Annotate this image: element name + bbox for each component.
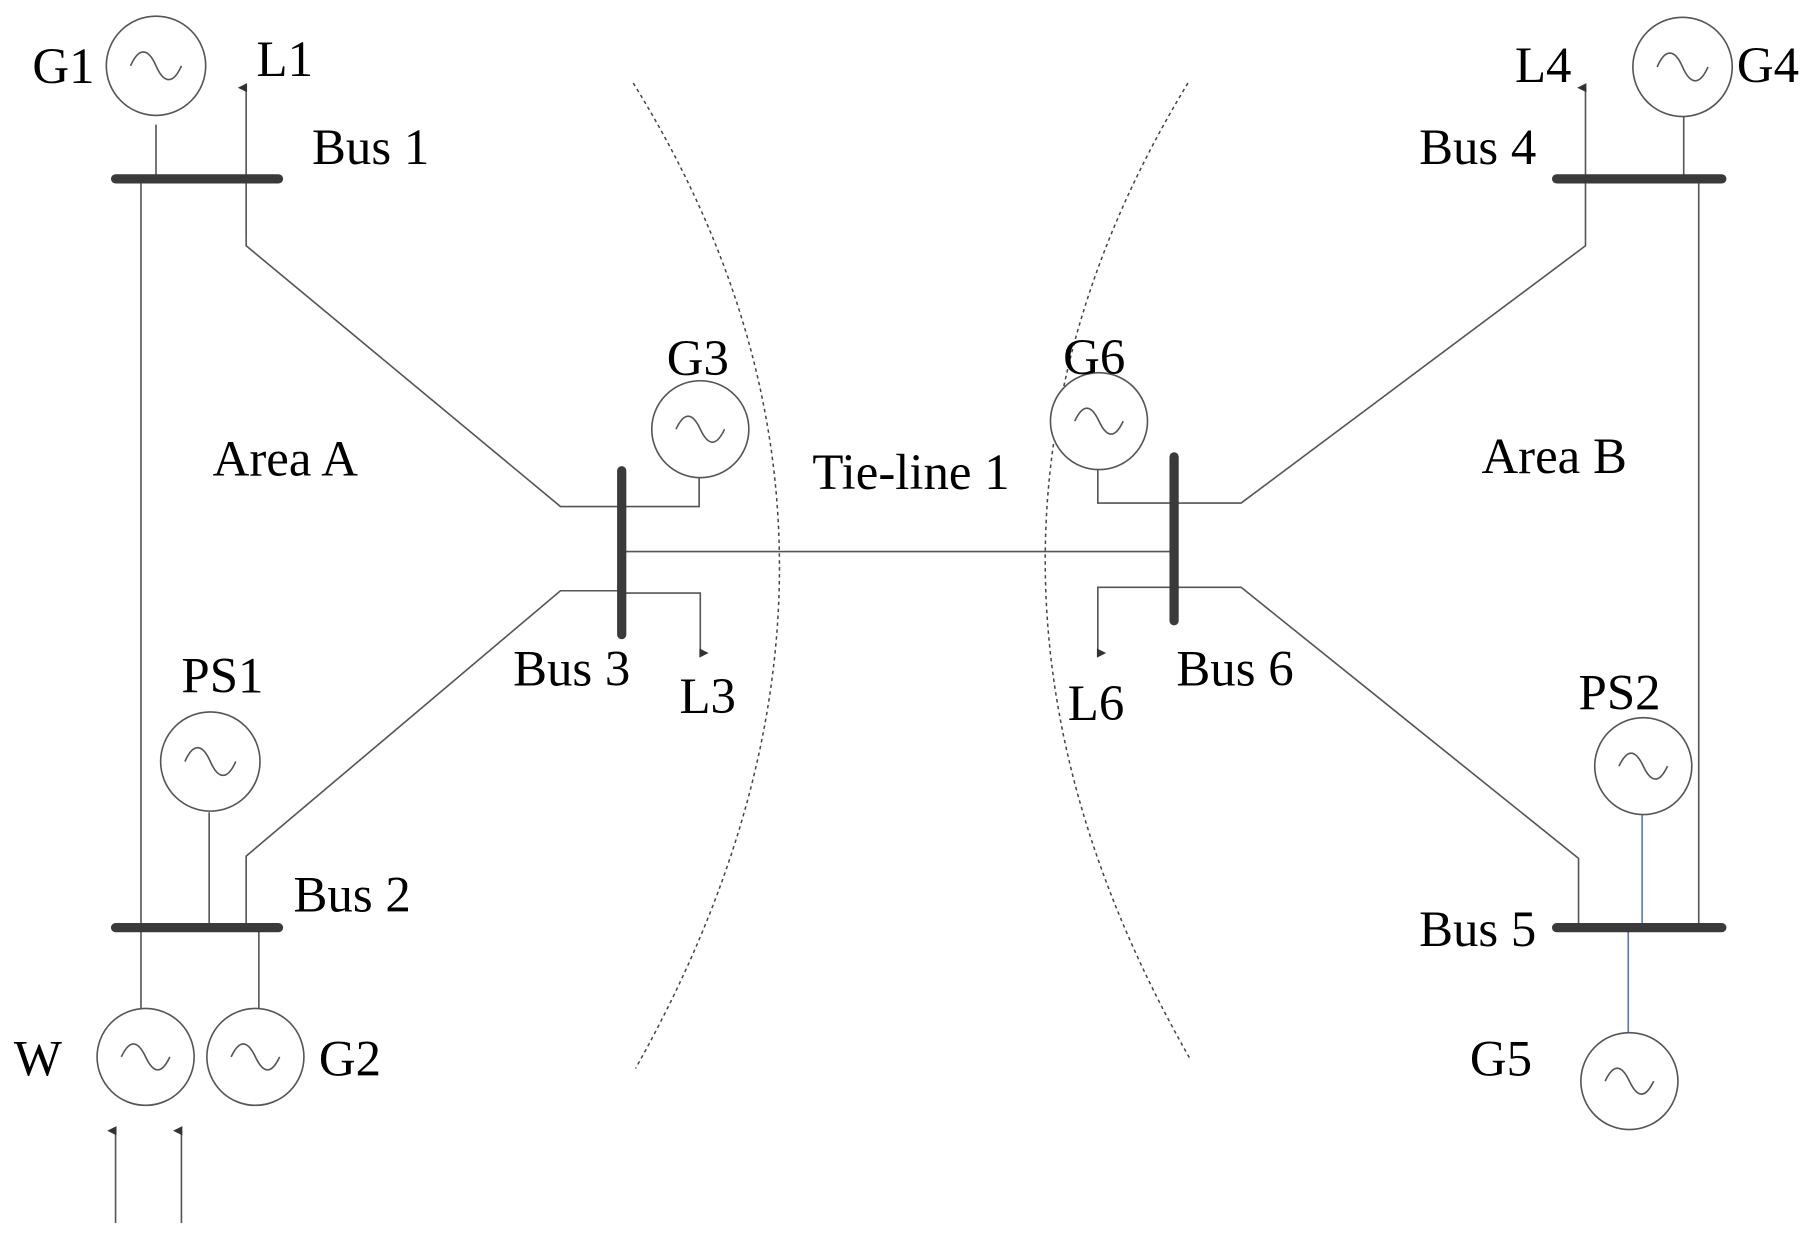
label-g2: G2 <box>319 1030 381 1086</box>
label-l1: L1 <box>257 31 313 87</box>
label-g1: G1 <box>32 38 94 94</box>
load-l3-arrow <box>621 592 709 658</box>
generator-g6-icon <box>1049 371 1149 471</box>
load-l6-arrow <box>1096 586 1175 658</box>
generator-g4-icon <box>1632 16 1734 118</box>
area-b-network <box>1096 83 1700 1033</box>
label-g5: G5 <box>1470 1030 1532 1086</box>
area-boundary-right <box>1044 82 1191 1060</box>
label-bus-6: Bus 6 <box>1176 640 1293 696</box>
label-ps1: PS1 <box>181 647 263 703</box>
generator-ps1-icon <box>159 711 261 812</box>
label-l4: L4 <box>1515 37 1571 93</box>
label-tie-line-1: Tie-line 1 <box>812 444 1009 500</box>
label-l3: L3 <box>679 668 735 724</box>
label-g6: G6 <box>1063 329 1125 385</box>
generator-g3-icon <box>650 379 750 479</box>
label-g3: G3 <box>667 330 729 386</box>
label-bus-3: Bus 3 <box>513 640 630 696</box>
label-l6: L6 <box>1068 675 1124 731</box>
label-bus-4: Bus 4 <box>1419 119 1536 175</box>
area-boundary-left <box>632 82 781 1069</box>
label-area-a: Area A <box>213 430 359 486</box>
label-w: W <box>14 1030 62 1086</box>
generator-g2-icon <box>206 1007 305 1107</box>
generator-w-icon <box>96 1007 195 1107</box>
generator-g5-icon <box>1580 1031 1679 1131</box>
area-a-network <box>107 83 1175 1224</box>
label-area-b: Area B <box>1481 428 1626 484</box>
label-g4: G4 <box>1737 37 1799 93</box>
label-bus-2: Bus 2 <box>294 867 411 923</box>
generator-ps2-icon <box>1593 716 1693 816</box>
label-bus-5: Bus 5 <box>1419 901 1536 957</box>
label-bus-1: Bus 1 <box>312 119 429 175</box>
label-ps2: PS2 <box>1579 665 1661 721</box>
generator-g1-icon <box>105 15 207 117</box>
